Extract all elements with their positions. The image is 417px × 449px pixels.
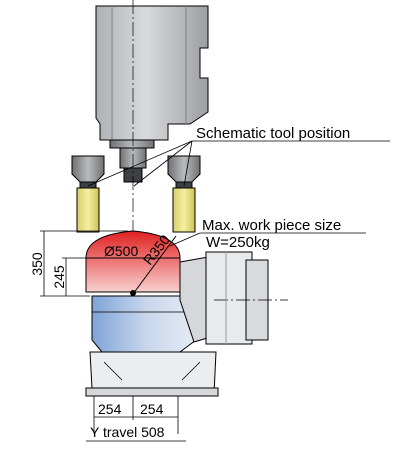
dimension-heights: [40, 230, 128, 297]
dimension-right-254: 254: [140, 401, 164, 417]
dimension-travel: [86, 396, 186, 442]
workpiece: [85, 230, 181, 296]
dimension-245: 245: [51, 265, 67, 289]
dimension-y-travel: Y travel 508: [90, 424, 165, 440]
dimension-350: 350: [29, 252, 45, 276]
callout-lines: [87, 140, 390, 247]
label-weight: W=250kg: [206, 234, 270, 251]
dimension-diameter: Ø500: [104, 243, 138, 259]
tool-holder-right: [167, 155, 201, 233]
spindle-head: [95, 5, 209, 183]
label-max-workpiece: Max. work piece size: [202, 217, 341, 234]
tool-holder-left: [71, 155, 105, 233]
label-tool-position: Schematic tool position: [196, 125, 350, 142]
machine-base: [85, 351, 219, 397]
dimension-left-254: 254: [98, 401, 122, 417]
